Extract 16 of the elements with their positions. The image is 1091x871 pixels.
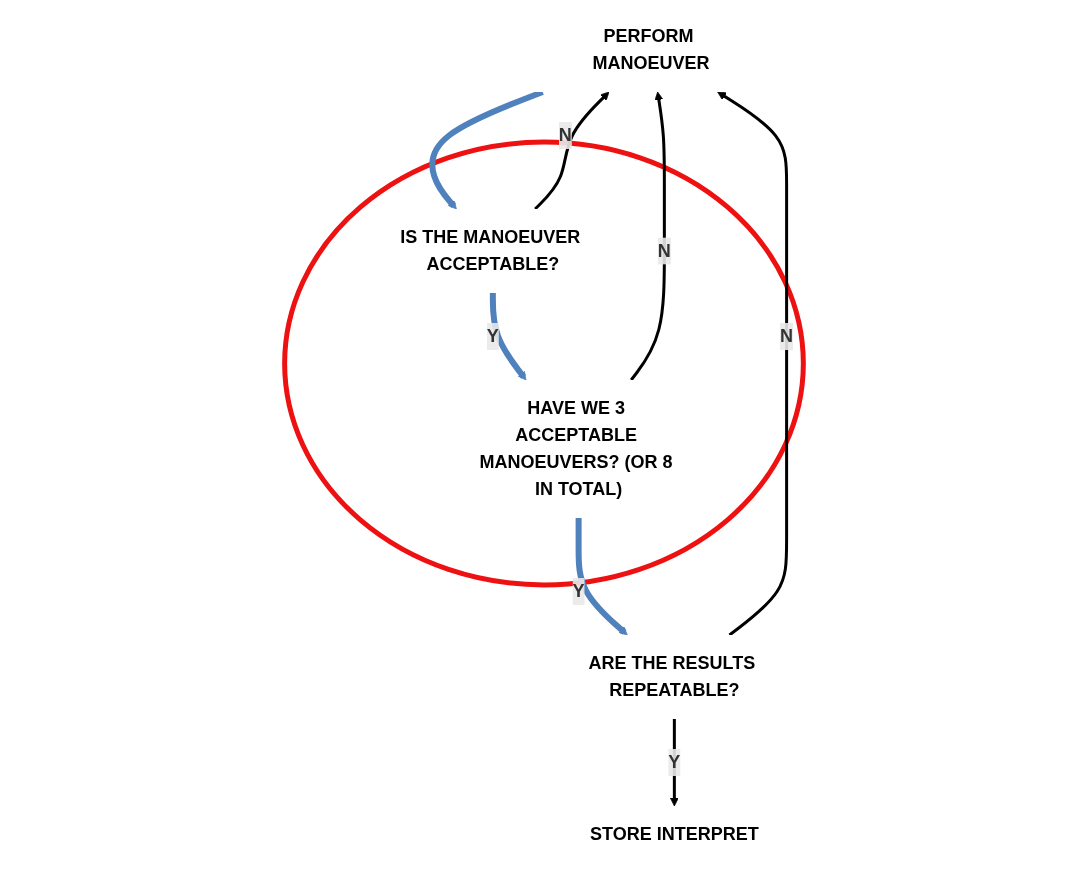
node-text: PERFORM MANOEUVER <box>592 26 710 73</box>
arrow <box>717 91 789 637</box>
arrow <box>534 91 610 211</box>
arrow <box>489 293 527 381</box>
edge-label: N <box>657 240 671 261</box>
node-text: IS THE MANOEUVER ACCEPTABLE? <box>400 227 581 274</box>
edge-label: N <box>558 125 572 145</box>
arrow <box>575 518 628 636</box>
edge-label: Y <box>668 752 681 772</box>
edge-label: Y <box>486 326 499 346</box>
node-text: ARE THE RESULTS REPEATABLE? <box>588 653 756 700</box>
arrow <box>630 91 666 381</box>
edge-label: Y <box>572 581 585 601</box>
node-text: HAVE WE 3 ACCEPTABLE MANOEUVERS? (OR 8 IN TOTAL) <box>479 398 673 499</box>
edge-label: N <box>780 326 794 346</box>
node-text: STORE INTERPRET <box>590 824 759 844</box>
